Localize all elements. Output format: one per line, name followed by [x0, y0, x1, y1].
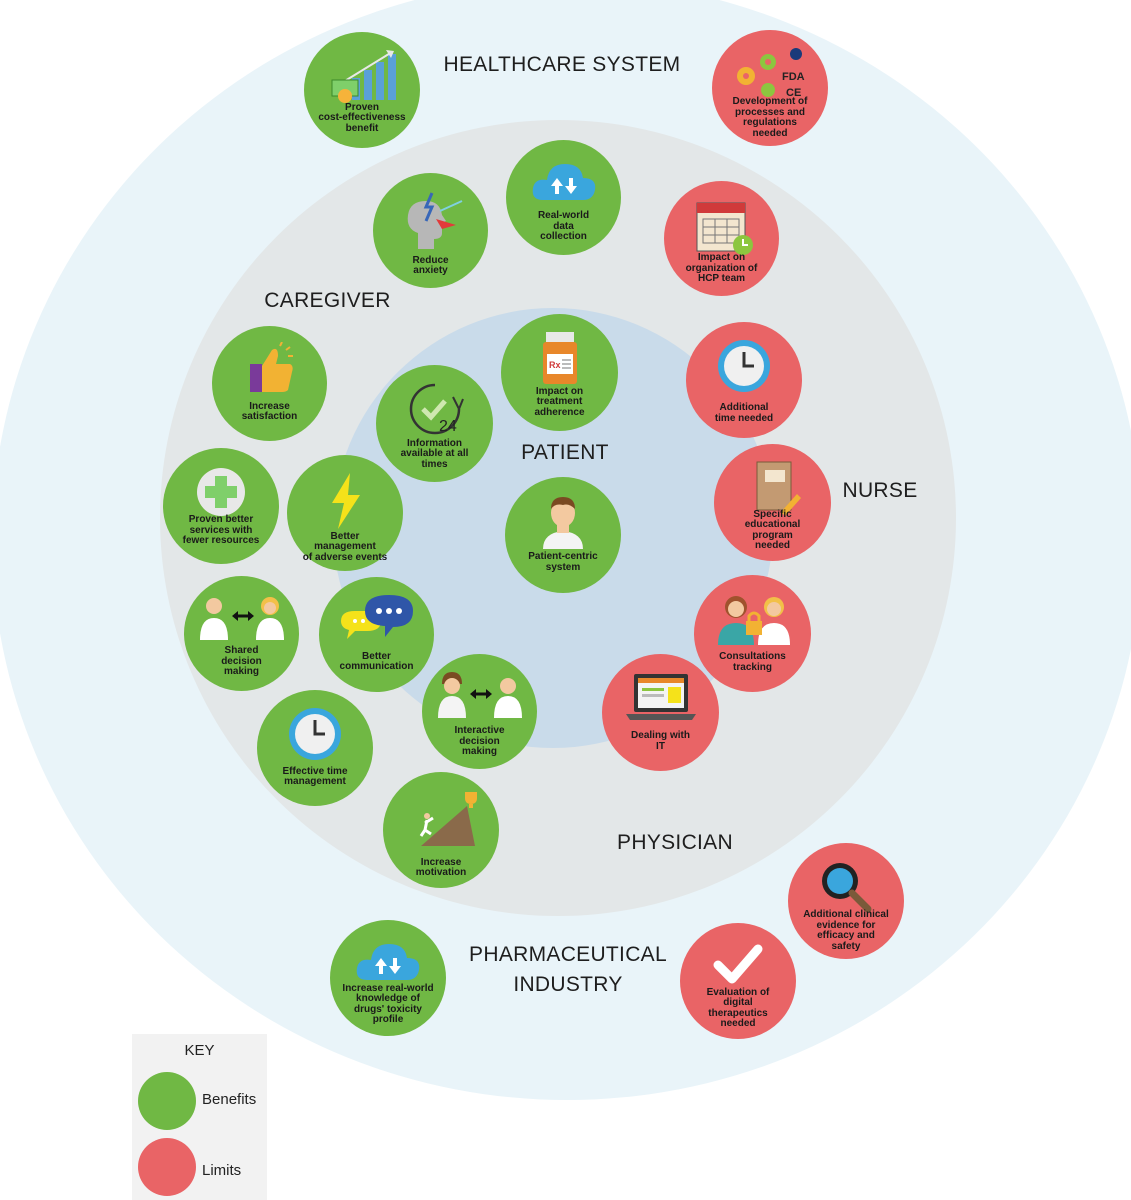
- legend-benefit-label: Benefits: [202, 1091, 257, 1108]
- region-label-patient: PATIENT: [521, 441, 609, 464]
- legend-limit-swatch: [138, 1138, 196, 1196]
- legend-key: KEY Benefits Limits: [132, 1034, 267, 1200]
- clock-icon: [718, 340, 770, 392]
- legend-benefit-swatch: [138, 1072, 196, 1130]
- bubble-real-world-data: Real-world data collection: [506, 140, 621, 255]
- gears-regulation-icon: FDA CE: [737, 48, 805, 99]
- chat-bubbles-icon: [340, 595, 413, 639]
- region-label-healthcare-system: HEALTHCARE SYSTEM: [443, 53, 681, 76]
- bubble-information-available: 24 Information available at all times: [376, 365, 493, 482]
- bubble-cost-effectiveness: Proven cost-effectiveness benefit: [304, 32, 420, 148]
- laptop-icon: [625, 674, 696, 720]
- bubble-development-processes: FDA CE Development of processes and regu…: [712, 30, 828, 146]
- bubble-label: Better communication: [339, 650, 414, 673]
- doctor-exchange-icon: [199, 597, 284, 640]
- region-label-nurse: NURSE: [842, 479, 918, 502]
- bubble-label: Interactive decision making: [454, 725, 505, 758]
- bubble-dealing-it: Dealing with IT: [602, 654, 719, 771]
- growth-chart-money-icon: [331, 50, 396, 103]
- 24-hour-check-icon: 24: [409, 383, 464, 435]
- bubble-adverse-events: Better management of adverse events: [287, 455, 403, 571]
- bubble-label: Increase satisfaction: [241, 400, 298, 423]
- clock-icon: [289, 708, 341, 760]
- bubble-interactive-decision: Interactive decision making: [422, 654, 537, 769]
- bubble-additional-time: Additional time needed: [686, 322, 802, 438]
- bubble-treatment-adherence: Rx Impact on treatment adherence: [501, 314, 618, 431]
- thumbs-up-icon: [249, 342, 293, 392]
- bubble-label: Reduce anxiety: [412, 254, 449, 277]
- bubble-increase-satisfaction: Increase satisfaction: [212, 326, 327, 441]
- bubble-proven-services: Proven better services with fewer resour…: [163, 448, 279, 564]
- medical-cross-icon: [197, 468, 245, 516]
- bubble-label: Increase motivation: [415, 856, 467, 879]
- bubble-impact-hcp: Impact on organization of HCP team: [664, 181, 779, 296]
- bubble-label: Dealing with IT: [631, 730, 690, 752]
- bubble-evaluation-dtx: Evaluation of digital therapeutics neede…: [680, 923, 796, 1039]
- bubble-label: Proven cost-effectiveness benefit: [318, 101, 406, 134]
- cloud-sync-icon: [532, 164, 595, 200]
- bubble-consultations-tracking: Consultations tracking: [694, 575, 811, 692]
- rx-text: Rx: [549, 360, 561, 370]
- bubble-label: Impact on organization of HCP team: [685, 252, 758, 285]
- bubble-label: Shared decision making: [221, 645, 262, 678]
- bubble-clinical-evidence: Additional clinical evidence for efficac…: [788, 843, 904, 959]
- bubble-increase-motivation: Increase motivation: [383, 772, 499, 888]
- legend-limit-label: Limits: [202, 1162, 242, 1179]
- bubble-drug-knowledge: Increase real-world knowledge of drugs' …: [330, 920, 446, 1036]
- region-label-caregiver: CAREGIVER: [264, 289, 391, 312]
- fda-text: FDA: [782, 71, 805, 83]
- bubble-label: Specific educational program needed: [744, 508, 801, 552]
- bubble-label: Additional clinical evidence for efficac…: [803, 909, 889, 952]
- legend-title: KEY: [184, 1042, 215, 1059]
- checkmark-icon: [713, 944, 763, 984]
- bubble-label: Patient-centric system: [528, 551, 598, 573]
- region-label-physician: PHYSICIAN: [617, 831, 733, 854]
- bubble-better-communication: Better communication: [319, 577, 434, 692]
- climber-trophy-icon: [419, 792, 477, 846]
- 24-text: 24: [439, 418, 457, 435]
- bubble-educational-program: Specific educational program needed: [714, 444, 831, 561]
- bubble-label: Impact on treatment adherence: [534, 385, 585, 418]
- bubble-label: Evaluation of digital therapeutics neede…: [706, 986, 770, 1030]
- bubble-label: Increase real-world knowledge of drugs' …: [342, 982, 434, 1026]
- bubble-patient-centric: Patient-centric system: [505, 477, 621, 593]
- patient-doctor-exchange-icon: [437, 672, 522, 718]
- region-label-pharmaceutical-industry: PHARMACEUTICAL INDUSTRY: [469, 943, 667, 996]
- bubble-label: Additional time needed: [714, 402, 774, 424]
- bubble-shared-decision: Shared decision making: [184, 576, 299, 691]
- head-lightning-icon: [407, 192, 462, 249]
- consultation-lock-icon: [717, 596, 790, 645]
- prescription-bottle-icon: Rx: [542, 332, 577, 384]
- lightning-bolt-icon: [332, 473, 360, 529]
- magnifying-glass-icon: [822, 863, 872, 913]
- bubble-label: Information available at all times: [400, 437, 469, 470]
- notebook-pencil-icon: [756, 461, 801, 516]
- patient-avatar-icon: [543, 497, 583, 549]
- calendar-clock-icon: [696, 202, 753, 255]
- bubble-time-management: Effective time management: [257, 690, 373, 806]
- bubble-reduce-anxiety: Reduce anxiety: [373, 173, 488, 288]
- bubble-label: Real-world data collection: [537, 210, 590, 243]
- bubble-label: Development of processes and regulations…: [732, 96, 808, 139]
- ce-text: CE: [786, 87, 801, 99]
- bubble-label: Consultations tracking: [719, 651, 786, 673]
- bubble-label: Better management of adverse events: [302, 530, 388, 563]
- bubble-label: Effective time management: [282, 765, 348, 788]
- cloud-sync-icon: [356, 944, 420, 980]
- bubble-label: Proven better services with fewer resour…: [182, 514, 260, 547]
